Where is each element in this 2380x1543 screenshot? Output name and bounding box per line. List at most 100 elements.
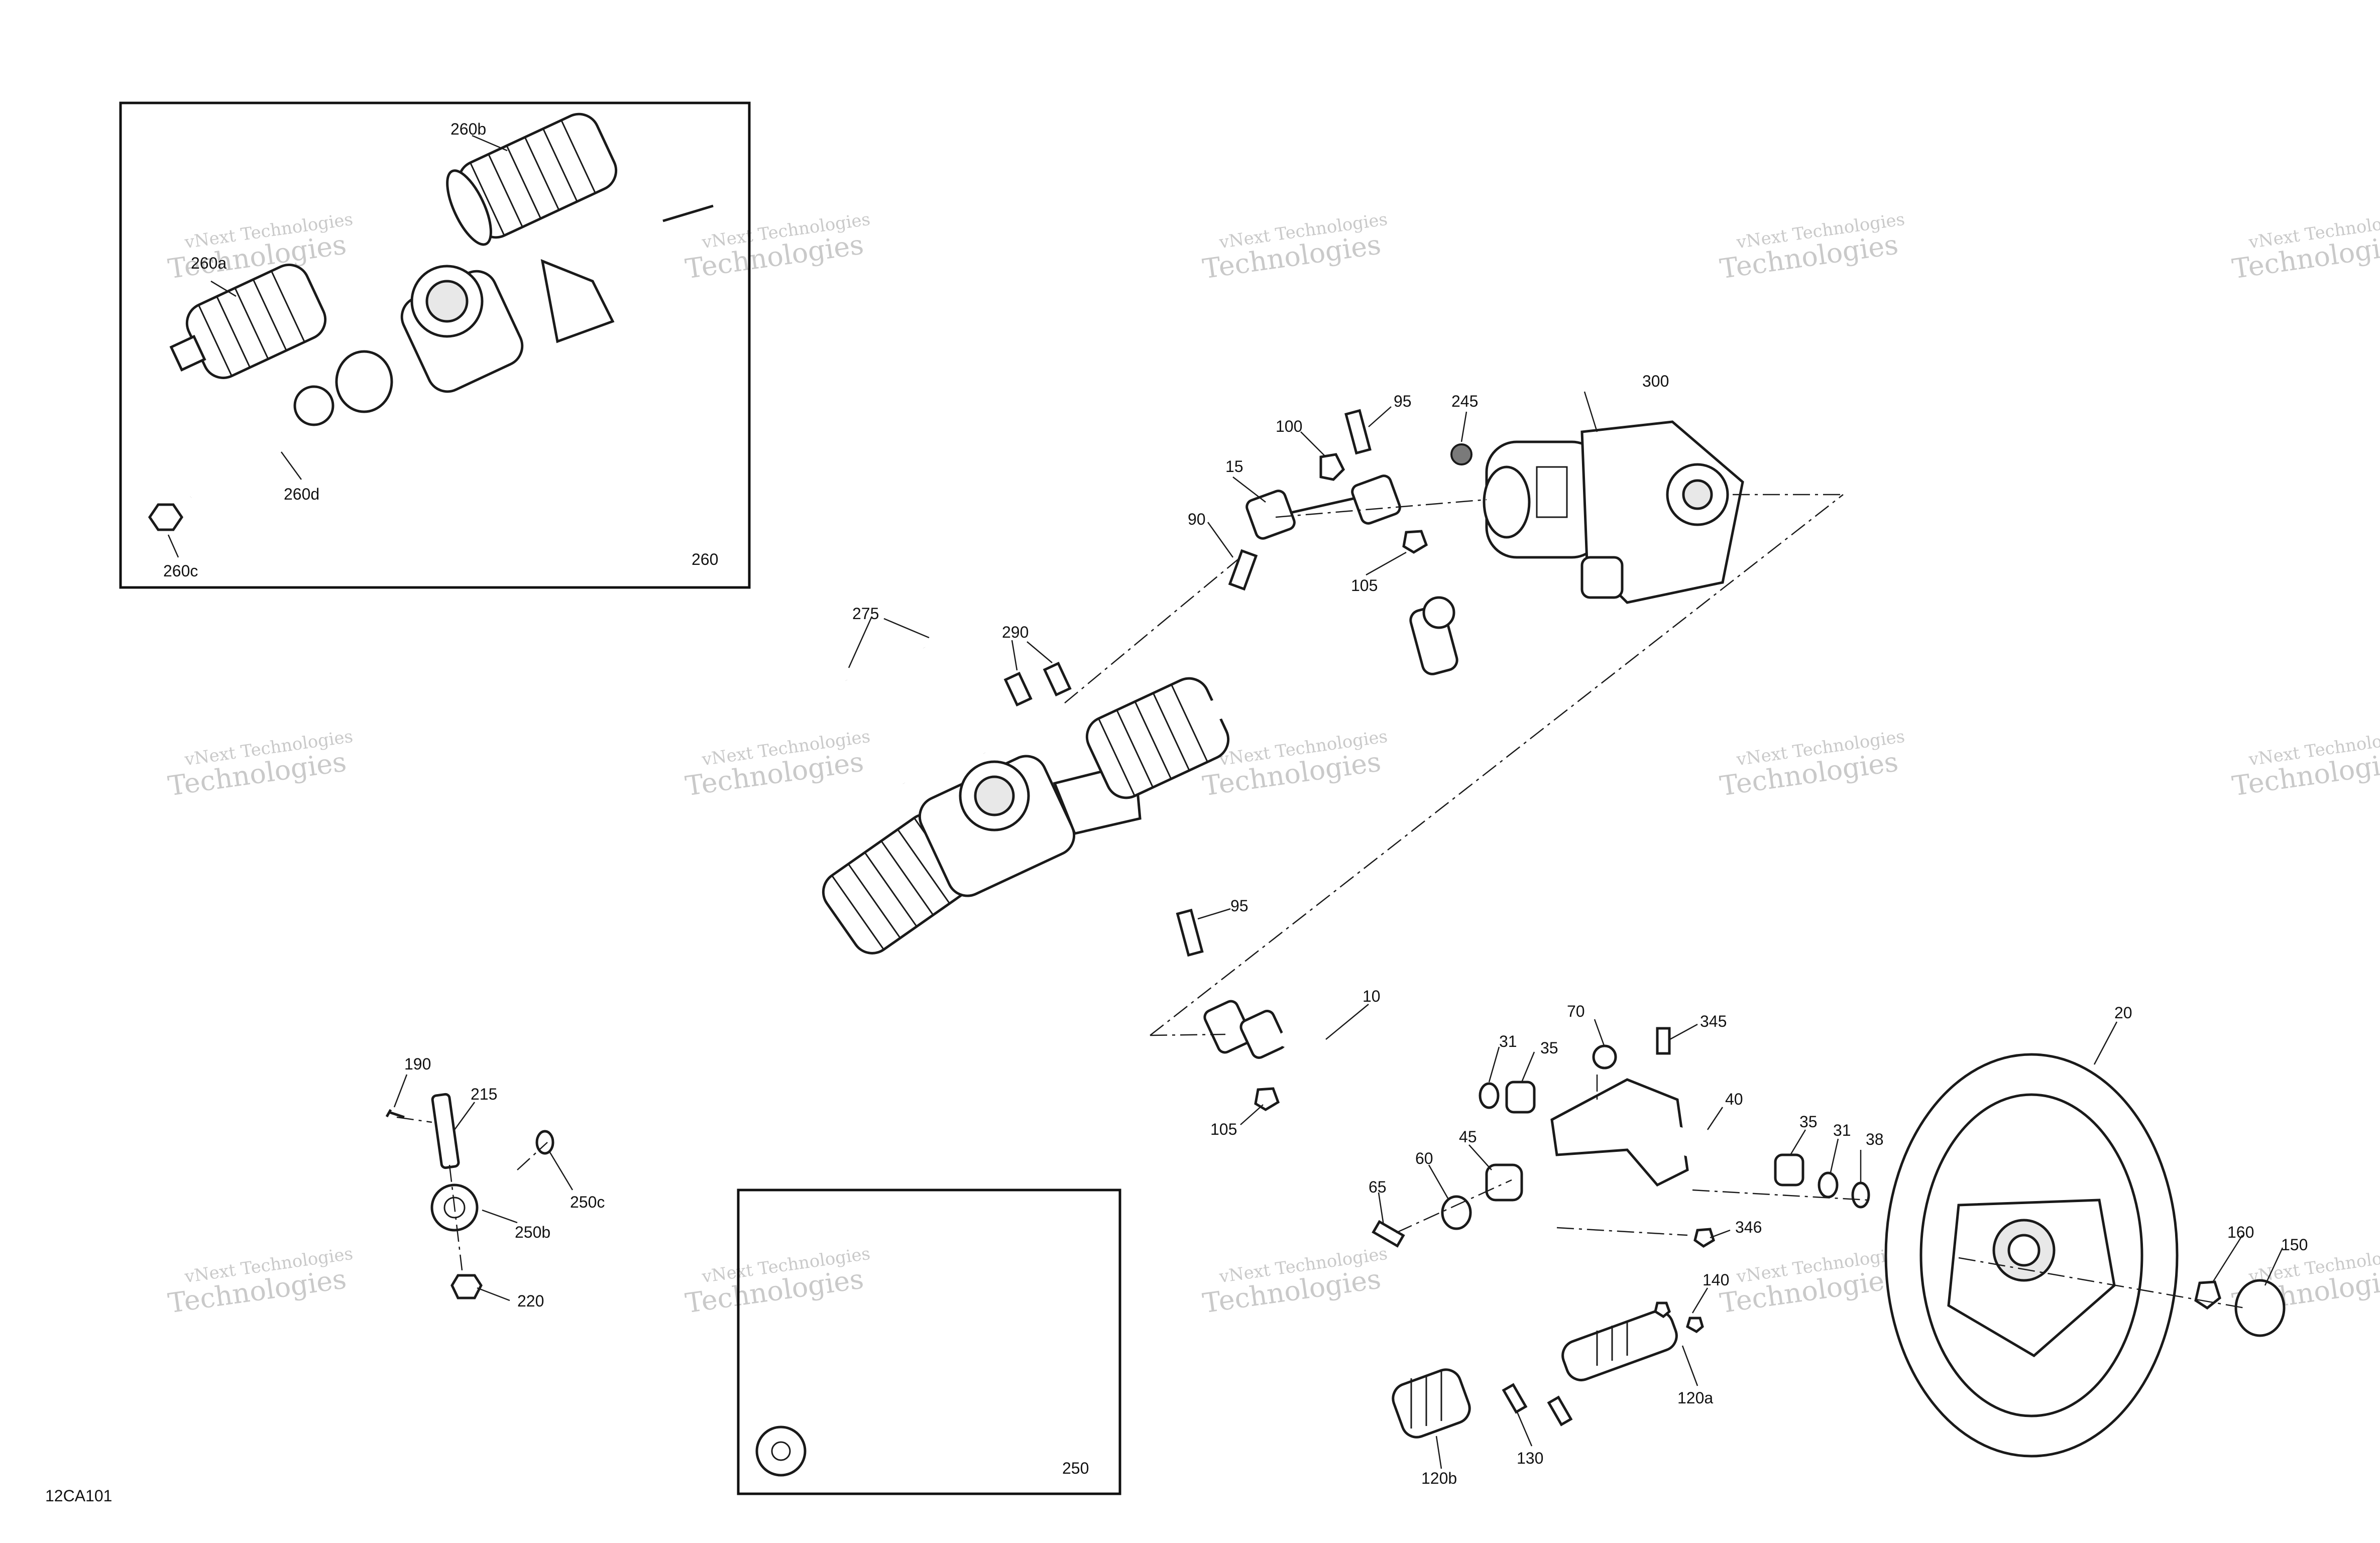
callout-65: 65 xyxy=(1369,1178,1387,1196)
callout-120a: 120a xyxy=(1677,1389,1713,1407)
watermark: vNext Technologies Technologies xyxy=(1201,1244,1389,1320)
bolt-130-a xyxy=(1502,1383,1528,1414)
callout-215: 215 xyxy=(471,1085,497,1103)
callout-31-b: 31 xyxy=(1833,1121,1851,1139)
callout-15: 15 xyxy=(1225,457,1243,476)
washer-31-a xyxy=(1479,1082,1500,1109)
callout-labels: 100 95 245 300 15 90 105 275 290 95 10 7… xyxy=(404,372,2308,1487)
callout-160: 160 xyxy=(2227,1223,2254,1241)
leader-lines xyxy=(393,391,2284,1469)
watermark: vNext Technologies Technologies xyxy=(166,727,355,802)
inset-label-250: 250 xyxy=(1062,1459,1089,1477)
watermark: vNext Technologies Technologies xyxy=(684,727,872,802)
inset-frame-260 xyxy=(119,101,751,589)
callout-150: 150 xyxy=(2281,1236,2308,1254)
callout-120b: 120b xyxy=(1421,1469,1457,1487)
nut-70 xyxy=(1592,1044,1617,1070)
nut-105-low xyxy=(1254,1087,1280,1111)
callout-260a: 260a xyxy=(191,254,226,272)
tie-rod-end-250b xyxy=(430,1157,525,1232)
callout-290: 290 xyxy=(1002,623,1029,641)
bolt-95-mid xyxy=(1176,908,1204,957)
boot-260a xyxy=(169,264,327,379)
callout-220: 220 xyxy=(517,1292,544,1310)
callout-250c: 250c xyxy=(570,1193,605,1211)
watermark: vNext Technologies Technologies xyxy=(166,209,355,285)
callout-346: 346 xyxy=(1735,1218,1762,1236)
callout-95-top: 95 xyxy=(1394,392,1412,410)
watermark: vNext Technologies Technologies xyxy=(166,1244,355,1320)
callout-60: 60 xyxy=(1415,1149,1433,1167)
callout-90: 90 xyxy=(1188,510,1206,528)
bolts-290 xyxy=(1003,661,1072,707)
bolt-130-b xyxy=(1547,1395,1573,1427)
nut-140-b xyxy=(1686,1317,1704,1334)
bushing-45 xyxy=(1485,1163,1523,1202)
watermark: vNext Technologies Technologies xyxy=(1718,727,1906,802)
callout-105-top: 105 xyxy=(1351,576,1378,595)
callout-70: 70 xyxy=(1567,1002,1585,1020)
center-lines xyxy=(396,494,2245,1309)
callout-190: 190 xyxy=(404,1055,431,1073)
callout-45: 45 xyxy=(1459,1128,1477,1146)
inset-frame-250 xyxy=(737,1189,1121,1495)
bushing-35-b xyxy=(1774,1153,1804,1186)
callout-35-b: 35 xyxy=(1799,1113,1818,1131)
diagram-code: 12CA101 xyxy=(45,1487,112,1505)
boot-260b xyxy=(446,112,618,246)
callout-245: 245 xyxy=(1451,392,1478,410)
callout-260b: 260b xyxy=(450,120,486,138)
bolt-90 xyxy=(1228,549,1258,591)
nut-100 xyxy=(1319,453,1345,481)
bolt-345 xyxy=(1656,1027,1671,1055)
washer-38 xyxy=(1851,1181,1870,1209)
nut-260c xyxy=(148,503,184,531)
inner-tie-rod-260d xyxy=(188,385,334,501)
callout-130: 130 xyxy=(1517,1449,1543,1467)
nut-245 xyxy=(1450,443,1472,465)
bolt-215 xyxy=(431,1093,460,1169)
steering-rack-assembly xyxy=(558,596,1458,1129)
watermark: vNext Technologies Technologies xyxy=(684,209,872,285)
nut-220 xyxy=(450,1274,483,1299)
watermark: vNext Technologies Technologies xyxy=(1718,1244,1906,1320)
jam-nut-250c xyxy=(535,1130,554,1155)
callout-95-mid: 95 xyxy=(1230,897,1249,915)
watermark: vNext Technologies Technologies xyxy=(684,1244,872,1320)
rack-housing-inset xyxy=(335,202,714,413)
callout-100: 100 xyxy=(1276,417,1302,435)
callout-275: 275 xyxy=(852,605,879,623)
watermark: vNext Technologies Technologies xyxy=(1201,209,1389,285)
callout-345: 345 xyxy=(1700,1012,1727,1030)
callout-35-a: 35 xyxy=(1540,1039,1558,1057)
callout-105-low: 105 xyxy=(1210,1120,1237,1138)
nut-140-a xyxy=(1654,1301,1671,1319)
watermark: vNext Technologies Technologies xyxy=(2230,209,2380,285)
callout-300: 300 xyxy=(1642,372,1669,390)
steering-column-10 xyxy=(1203,1000,1464,1087)
power-steering-unit-300 xyxy=(1483,420,1744,604)
inset-250: 250 xyxy=(737,1189,1121,1495)
cap-150 xyxy=(2234,1279,2286,1337)
callout-260d: 260d xyxy=(284,485,319,503)
steering-wheel-20 xyxy=(1884,1053,2179,1458)
bolt-65 xyxy=(1372,1220,1405,1248)
watermark: vNext Technologies Technologies xyxy=(1718,209,1906,285)
nut-105-top xyxy=(1402,530,1428,554)
boot-120b xyxy=(1392,1368,1471,1439)
spacer-60 xyxy=(1441,1195,1472,1230)
nut-160 xyxy=(2194,1280,2221,1310)
callout-38: 38 xyxy=(1866,1130,1884,1148)
watermark: vNext Technologies Technologies xyxy=(2230,727,2380,802)
intermediate-shaft-15 xyxy=(1245,474,1401,540)
callout-260c: 260c xyxy=(163,562,198,580)
bolts-275 xyxy=(843,646,988,785)
tilt-cylinder-120a xyxy=(1561,1310,1678,1381)
washer-31-b xyxy=(1818,1171,1839,1199)
bolt-95-top xyxy=(1344,409,1372,455)
callout-31-a: 31 xyxy=(1499,1032,1517,1050)
inset-260: 260b 260a 260d 260c 260 xyxy=(119,101,751,589)
bushing-35-a xyxy=(1505,1081,1536,1114)
column-bracket-40 xyxy=(1550,1078,1776,1187)
